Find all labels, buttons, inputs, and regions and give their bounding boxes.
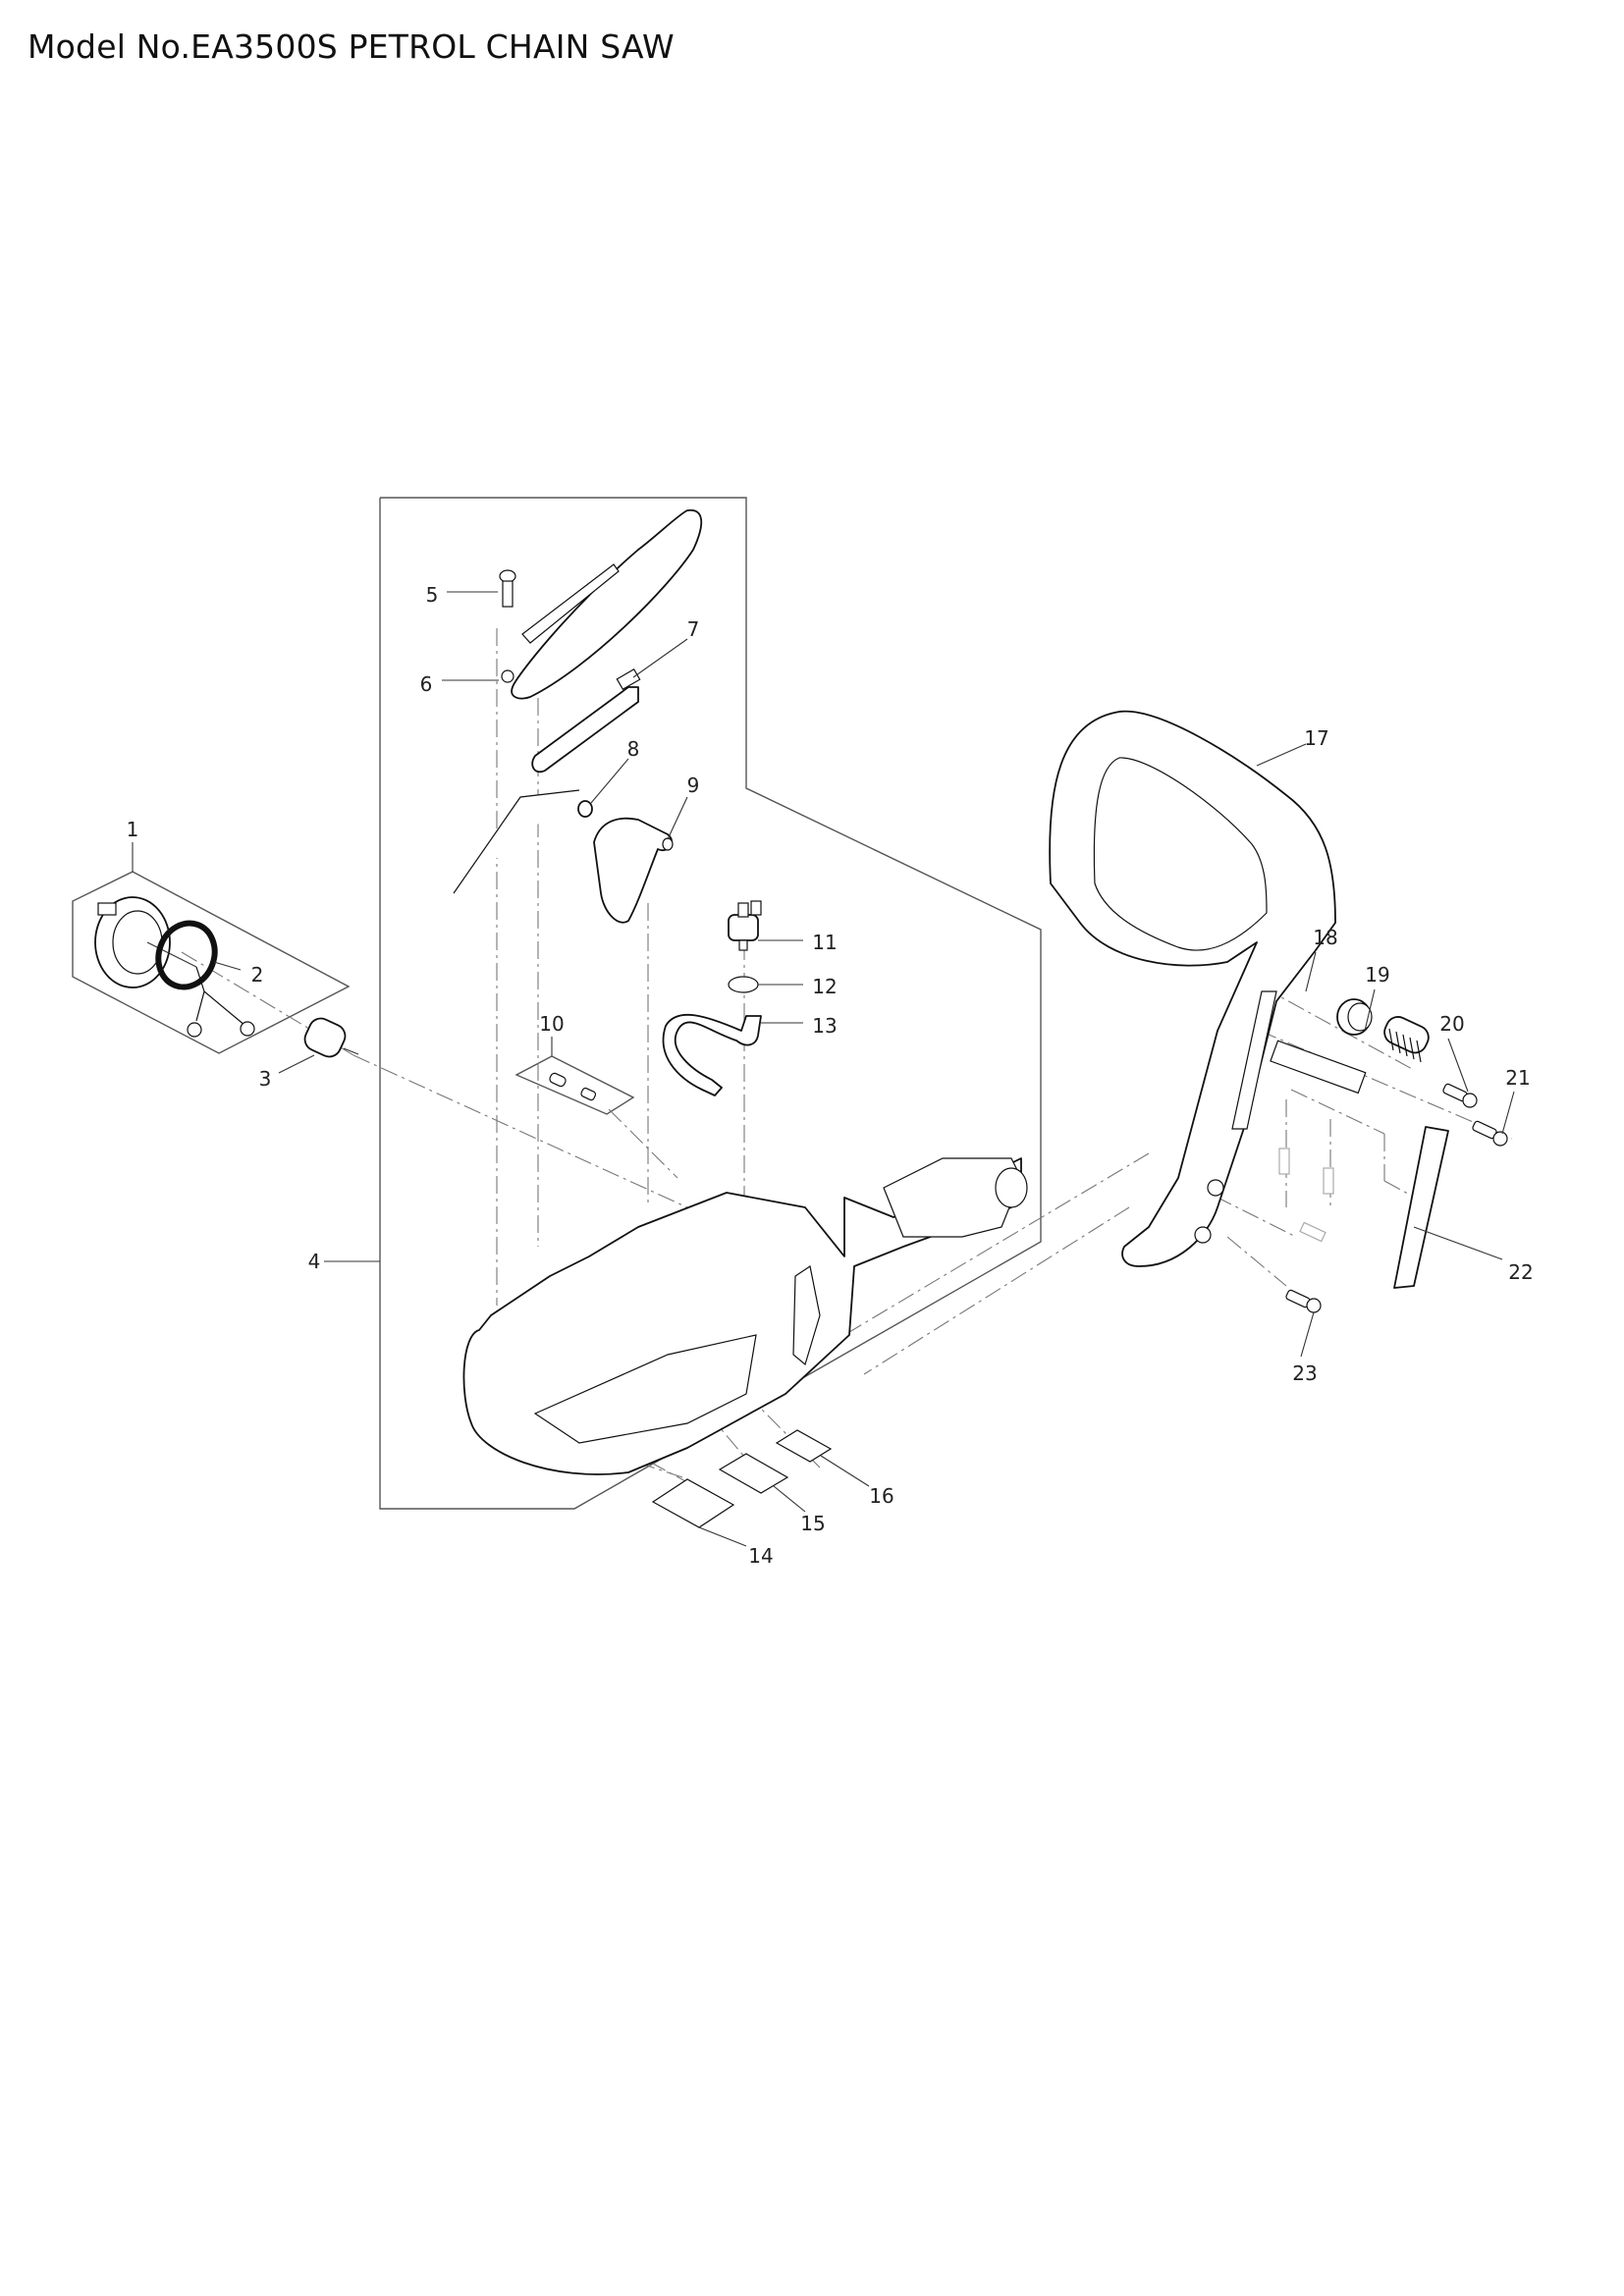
callout-16[interactable]: 16 xyxy=(869,1484,894,1508)
lock-lever-part xyxy=(593,796,688,924)
callout-14[interactable]: 14 xyxy=(748,1544,774,1568)
kit-bracket-10 xyxy=(514,1055,635,1115)
o-ring-part xyxy=(155,920,218,990)
spring-part xyxy=(1364,988,1430,1063)
callout-18[interactable]: 18 xyxy=(1313,926,1338,949)
screw-part-20 xyxy=(1442,1038,1478,1108)
callout-15[interactable]: 15 xyxy=(800,1512,826,1535)
callout-10[interactable]: 10 xyxy=(539,1012,565,1036)
callout-19[interactable]: 19 xyxy=(1365,963,1390,987)
kit-bracket-1 xyxy=(72,871,351,1054)
callout-8[interactable]: 8 xyxy=(626,737,640,761)
fuel-hose-part xyxy=(662,1013,803,1096)
callout-9[interactable]: 9 xyxy=(686,774,700,797)
callout-11[interactable]: 11 xyxy=(812,931,838,954)
screw-part-21 xyxy=(1472,1091,1515,1147)
callout-5[interactable]: 5 xyxy=(425,583,439,607)
callout-21[interactable]: 21 xyxy=(1505,1066,1531,1090)
callout-6[interactable]: 6 xyxy=(419,672,433,696)
callout-13[interactable]: 13 xyxy=(812,1014,838,1038)
fitting-kit-part xyxy=(549,1072,597,1101)
grip-pad-part xyxy=(1393,1126,1503,1289)
fuel-filter-part xyxy=(278,1017,359,1074)
assembly-frame-4 xyxy=(379,497,1042,1510)
ghost-screws xyxy=(1278,1148,1334,1243)
label-sticker-15 xyxy=(718,1453,806,1513)
screw-part-5 xyxy=(447,569,516,608)
callout-2[interactable]: 2 xyxy=(250,963,264,987)
callout-23[interactable]: 23 xyxy=(1292,1362,1318,1385)
handle-cover-part xyxy=(442,509,703,700)
callout-3[interactable]: 3 xyxy=(258,1067,272,1091)
wire-spring-part xyxy=(453,758,629,894)
callout-7[interactable]: 7 xyxy=(686,617,700,641)
washer-part xyxy=(728,976,803,993)
tank-housing-part xyxy=(324,1157,1028,1475)
screw-part-23 xyxy=(1285,1289,1322,1358)
throttle-trigger-part xyxy=(531,638,688,774)
callout-22[interactable]: 22 xyxy=(1508,1260,1534,1284)
callout-20[interactable]: 20 xyxy=(1439,1012,1465,1036)
page-title: Model No.EA3500S PETROL CHAIN SAW xyxy=(27,27,675,66)
callout-17[interactable]: 17 xyxy=(1304,726,1329,750)
callout-12[interactable]: 12 xyxy=(812,975,838,998)
callout-1[interactable]: 1 xyxy=(126,818,139,841)
breather-valve-part xyxy=(728,900,803,951)
label-sticker-14 xyxy=(651,1478,747,1547)
callout-4[interactable]: 4 xyxy=(307,1250,321,1273)
label-sticker-16 xyxy=(775,1429,870,1487)
damper-cap-part xyxy=(1305,951,1373,1036)
front-handle-part xyxy=(1049,710,1367,1267)
